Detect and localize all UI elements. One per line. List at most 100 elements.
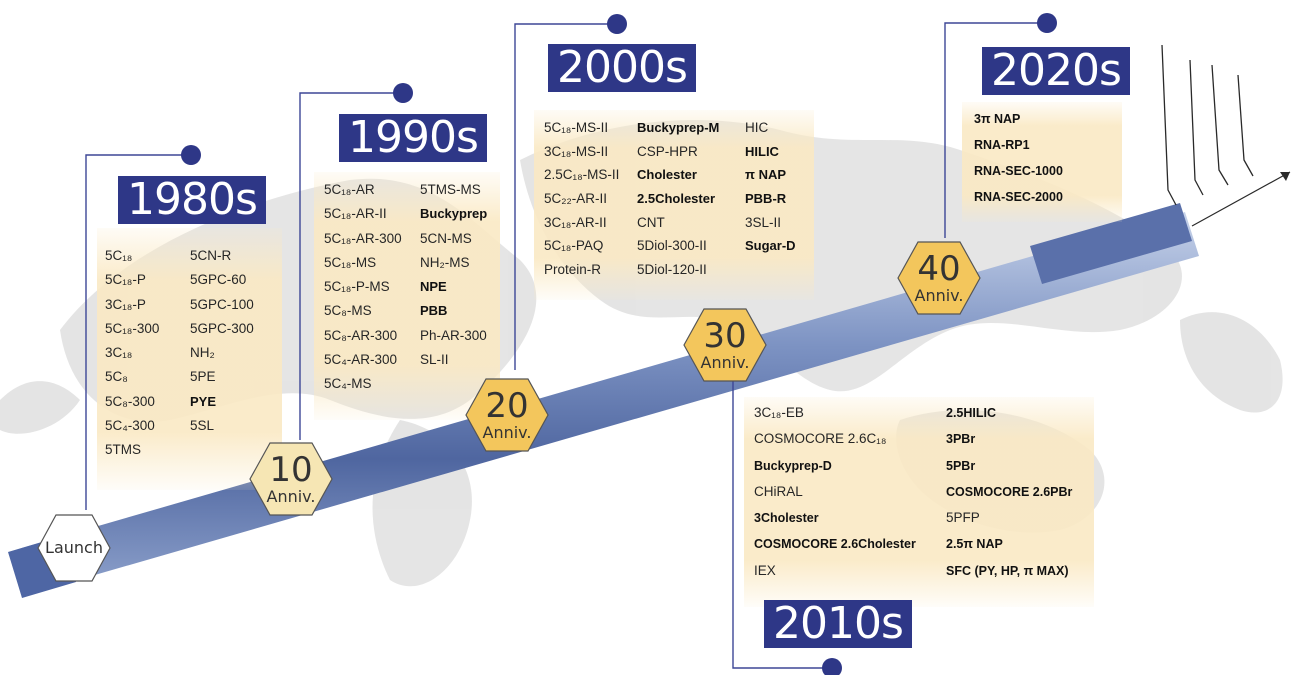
product-item: 2.5HILIC [946, 406, 997, 420]
decade-title-2000s: 2000s [548, 44, 696, 92]
hexagon-10 [249, 442, 333, 516]
product-item: 5C₁₈-300 [105, 320, 160, 336]
product-item: 3Cholester [754, 511, 819, 526]
milestone-label: Anniv. [700, 353, 750, 372]
product-item: 5C₁₈-P [105, 272, 146, 288]
connector-2010s [732, 372, 832, 669]
dot-2010s [822, 658, 842, 675]
milestone-label: Anniv. [482, 423, 532, 442]
product-item: 5TMS [105, 442, 142, 458]
connector-1990s [299, 92, 403, 440]
product-item: PBB [420, 303, 448, 319]
hexagon-20 [465, 378, 549, 452]
product-item: 5CN-R [190, 248, 232, 263]
product-item: 5C₄-AR-300 [324, 352, 398, 368]
milestone-number: 30 [703, 316, 747, 356]
product-item: COSMOCORE 2.6C₁₈ [754, 431, 887, 447]
product-item: CNT [637, 214, 665, 230]
product-item: 3C₁₈-MS-II [544, 143, 609, 159]
product-item: 5C₁₈ [105, 248, 133, 263]
milestone-number: 10 [269, 450, 313, 490]
product-item: 5C₄-300 [105, 418, 155, 434]
product-item: 5C₁₈-MS [324, 254, 377, 270]
product-item: 5C₈ [105, 369, 128, 385]
hexagon-launch [37, 514, 111, 582]
product-item: SL-II [420, 352, 449, 368]
product-item: 2.5π NAP [946, 537, 1003, 552]
product-item: 5C₁₈-AR-II [324, 206, 387, 222]
product-item: 3C₁₈-AR-II [544, 214, 607, 230]
milestone-40: 40 Anniv. [898, 251, 980, 305]
dot-2000s [607, 14, 627, 34]
product-item: 5Diol-300-II [637, 238, 707, 254]
product-item: 5C₁₈-PAQ [544, 238, 604, 254]
milestone-launch: Launch [38, 539, 110, 557]
product-item: 3C₁₈ [105, 345, 133, 361]
product-item: RNA-SEC-1000 [974, 164, 1063, 178]
dot-2020s [1037, 13, 1057, 33]
decade-title-1980s: 1980s [118, 176, 266, 224]
product-item: RNA-SEC-2000 [974, 190, 1063, 204]
panel-2020s [962, 102, 1122, 222]
product-item: π NAP [745, 167, 787, 183]
decade-title-2020s: 2020s [982, 47, 1130, 95]
product-item: Protein-R [544, 262, 602, 278]
panel-1990s [314, 172, 500, 420]
product-item: 5C₁₈-AR-300 [324, 230, 402, 246]
product-item: HILIC [745, 143, 779, 159]
product-item: HIC [745, 120, 769, 135]
product-item: 5C₄-MS [324, 376, 372, 392]
decade-title-1990s: 1990s [339, 114, 487, 162]
product-item: 5C₂₂-AR-II [544, 191, 607, 207]
product-item: Buckyprep [420, 206, 488, 222]
product-item: Buckyprep-M [637, 120, 720, 135]
product-item: Cholester [637, 167, 697, 183]
product-item: 5C₁₈-P-MS [324, 279, 390, 295]
product-item: 3C₁₈-EB [754, 405, 804, 420]
connector-2020s [944, 22, 1047, 238]
product-item: RNA-RP1 [974, 138, 1030, 152]
product-item: PBB-R [745, 191, 787, 207]
milestone-30: 30 Anniv. [684, 318, 766, 372]
panel-1980s [97, 228, 282, 490]
product-item: 5PE [190, 369, 216, 385]
milestone-label: Anniv. [266, 487, 316, 506]
product-item: CSP-HPR [637, 143, 698, 159]
product-item: 5GPC-300 [190, 320, 254, 336]
hexagon-30 [683, 308, 767, 382]
product-item: PYE [190, 393, 217, 409]
dot-1990s [393, 83, 413, 103]
product-item: 5C₈-MS [324, 303, 372, 319]
product-item: 5GPC-60 [190, 272, 247, 288]
product-item: 5C₁₈-AR [324, 182, 375, 197]
product-item: NH₂ [190, 345, 215, 361]
product-item: 2.5Cholester [637, 191, 716, 207]
dot-1980s [181, 145, 201, 165]
product-item: 5C₈-AR-300 [324, 327, 398, 343]
decade-title-2010s: 2010s [764, 600, 912, 648]
connector-1980s [85, 154, 191, 510]
product-item: CHiRAL [754, 483, 803, 499]
milestone-label: Launch [45, 538, 103, 557]
product-item: Sugar-D [745, 238, 796, 254]
milestone-number: 20 [485, 386, 529, 426]
milestone-number: 40 [917, 249, 961, 289]
hexagon-40 [897, 241, 981, 315]
product-item: NH₂-MS [420, 254, 470, 270]
product-item: IEX [754, 562, 776, 578]
product-item: 5PBr [946, 458, 976, 473]
product-item: COSMOCORE 2.6Cholester [754, 537, 916, 552]
product-item: COSMOCORE 2.6PBr [946, 484, 1073, 499]
chromatogram-peaks [1161, 44, 1254, 206]
product-item: 5SL [190, 418, 215, 434]
product-list-1990s-col1: 5C₁₈-AR 5C₁₈-AR-II 5C₁₈-AR-300 5C₁₈-MS 5C₁₈-… [324, 178, 402, 397]
